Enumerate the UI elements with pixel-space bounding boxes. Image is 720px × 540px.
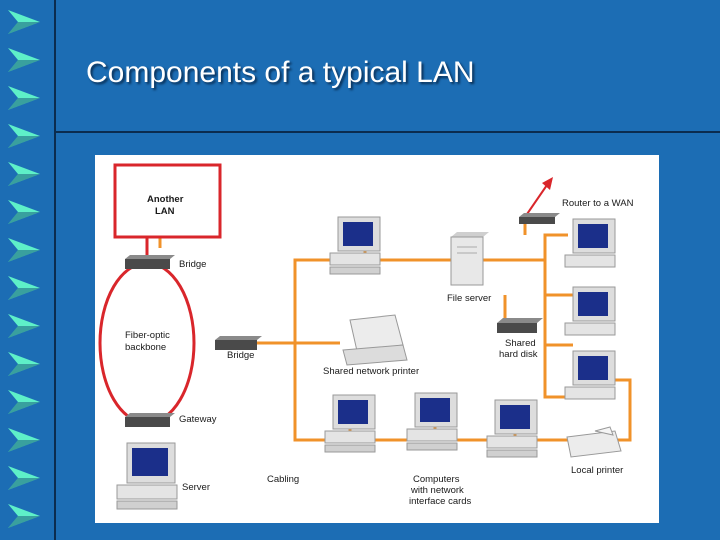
bridge-mid-label: Bridge xyxy=(227,350,254,361)
shared-disk-label-1: Shared xyxy=(505,338,536,349)
server-label: Server xyxy=(182,482,210,493)
workstation-right-2-icon xyxy=(564,286,616,336)
decor-arrow xyxy=(8,504,40,528)
another-lan-box xyxy=(113,163,222,239)
workstation-bottom-3-icon xyxy=(486,399,538,458)
workstation-bottom-1-icon xyxy=(324,394,376,453)
gateway-icon xyxy=(125,413,175,427)
decor-arrow-shadow xyxy=(8,98,40,110)
shared-printer-icon xyxy=(342,314,408,366)
bridge-top-label: Bridge xyxy=(179,259,206,270)
bridge-top-icon xyxy=(125,255,175,269)
decor-arrow-shadow xyxy=(8,364,40,376)
slide-title: Components of a typical LAN xyxy=(86,56,475,89)
decor-arrow-shadow xyxy=(8,402,40,414)
shared-disk-icon xyxy=(497,318,543,333)
router-wan-arrow-icon xyxy=(542,177,553,190)
decor-arrow xyxy=(8,124,40,148)
decor-arrow-shadow xyxy=(8,212,40,224)
gateway-label: Gateway xyxy=(179,414,217,425)
bridge-mid-icon xyxy=(215,336,262,350)
backbone-label-2: backbone xyxy=(125,342,166,353)
workstation-right-3-icon xyxy=(564,350,616,400)
decor-arrow-shadow xyxy=(8,440,40,452)
decor-arrow xyxy=(8,200,40,224)
another-lan-label-1: Another xyxy=(147,194,184,205)
local-printer-label: Local printer xyxy=(571,465,623,476)
decor-arrow-shadow xyxy=(8,22,40,34)
backbone-label-1: Fiber-optic xyxy=(125,330,170,341)
shared-printer-label: Shared network printer xyxy=(323,366,419,377)
decor-arrow xyxy=(8,390,40,414)
decor-arrow xyxy=(8,238,40,262)
decor-arrow-shadow xyxy=(8,174,40,186)
decor-arrow-shadow xyxy=(8,516,40,528)
router-label: Router to a WAN xyxy=(562,198,634,209)
another-lan-label-2: LAN xyxy=(155,206,175,217)
decor-arrow xyxy=(8,86,40,110)
workstation-right-1-icon xyxy=(564,218,616,268)
computers-label-2: with network xyxy=(410,485,464,496)
decor-arrow-shadow xyxy=(8,136,40,148)
router-icon xyxy=(519,213,560,224)
computers-label-3: interface cards xyxy=(409,496,472,507)
left-arrow-strip xyxy=(8,10,40,528)
decor-arrow-shadow xyxy=(8,478,40,490)
lan-diagram: Another LAN Fiber-optic backbone Bridge … xyxy=(98,163,634,510)
decor-arrow xyxy=(8,428,40,452)
decor-arrow xyxy=(8,466,40,490)
cabling-label: Cabling xyxy=(267,474,299,485)
diagram-panel: Another LAN Fiber-optic backbone Bridge … xyxy=(95,155,659,523)
shared-disk-label-2: hard disk xyxy=(499,349,538,360)
workstation-top-icon xyxy=(329,216,381,275)
router-wan-link xyxy=(524,184,548,218)
decor-arrow xyxy=(8,314,40,338)
decor-arrow xyxy=(8,162,40,186)
local-printer-icon xyxy=(566,426,622,458)
workstation-bottom-2-icon xyxy=(406,392,458,451)
server-computer-icon xyxy=(116,442,178,510)
decor-arrow xyxy=(8,10,40,34)
decor-arrow xyxy=(8,276,40,300)
decor-arrow-shadow xyxy=(8,288,40,300)
decor-arrow-shadow xyxy=(8,250,40,262)
computers-label-1: Computers xyxy=(413,474,460,485)
decor-arrow-shadow xyxy=(8,60,40,72)
decor-arrow xyxy=(8,352,40,376)
decor-arrow xyxy=(8,48,40,72)
decor-arrow-shadow xyxy=(8,326,40,338)
file-server-icon xyxy=(450,232,489,286)
file-server-label: File server xyxy=(447,293,491,304)
